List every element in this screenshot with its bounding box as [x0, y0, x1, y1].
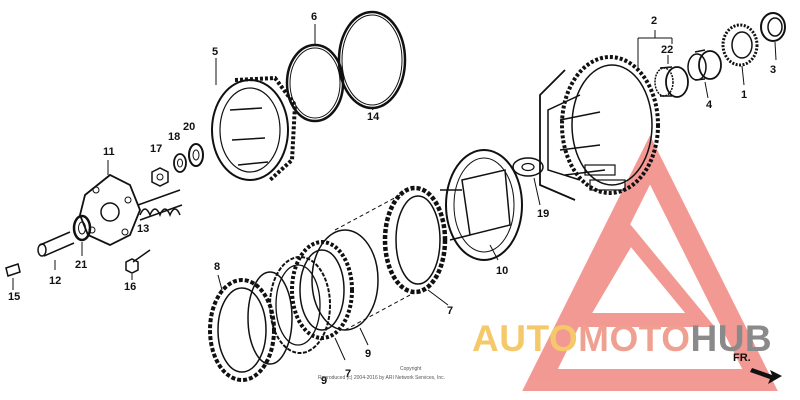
part-1-gear-ring — [721, 23, 759, 86]
part-16-bolt — [125, 249, 151, 280]
label-part-5: 5 — [212, 46, 218, 58]
label-part-6: 6 — [311, 11, 317, 23]
part-22-needle-bearing — [654, 66, 689, 98]
part-21-bearing — [72, 214, 92, 256]
front-direction-arrow-icon — [750, 368, 782, 384]
part-18-washer — [173, 153, 187, 173]
part-13-spring — [137, 189, 183, 221]
part-17-nut — [151, 167, 169, 187]
watermark-part-auto: AUTO — [472, 318, 579, 359]
label-part-12: 12 — [49, 275, 61, 287]
label-part-9-left: 9 — [321, 375, 327, 387]
label-part-18: 18 — [168, 131, 180, 143]
part-9-plates-stack — [311, 194, 411, 346]
part-4-bushing — [687, 49, 722, 99]
label-part-20: 20 — [183, 121, 195, 133]
part-7-friction-disc-right — [382, 185, 449, 306]
part-7-friction-disc-middle — [290, 240, 354, 361]
label-part-7-middle: 7 — [345, 368, 351, 380]
part-3-ring — [760, 12, 786, 61]
part-20-washer — [188, 143, 204, 167]
watermark-logo — [522, 135, 778, 391]
watermark-part-moto: MOTO — [578, 318, 691, 359]
label-part-1: 1 — [741, 89, 747, 101]
label-part-13: 13 — [137, 223, 149, 235]
label-part-7-right: 7 — [447, 305, 453, 317]
copyright-line-1: Copyright — [400, 366, 422, 372]
part-8-friction-disc — [208, 274, 276, 382]
label-part-11: 11 — [103, 146, 115, 158]
label-part-10: 10 — [496, 265, 508, 277]
part-12-lifter-rod — [37, 231, 75, 270]
watermark-part-hub: HUB — [690, 318, 773, 359]
label-part-3: 3 — [770, 64, 776, 76]
watermark-text: AUTOMOTOHUB — [472, 318, 772, 360]
label-part-15: 15 — [8, 291, 20, 303]
part-10-pressure-plate — [440, 149, 523, 261]
label-part-14: 14 — [367, 111, 380, 123]
part-5-clutch-center — [211, 58, 298, 182]
copyright-line-2: Reproduced (c) 2004-2016 by ARI Network … — [318, 375, 445, 381]
part-2-clutch-outer — [539, 55, 660, 201]
part-15-pin — [5, 263, 21, 290]
label-part-2: 2 — [651, 15, 657, 27]
label-part-16: 16 — [124, 281, 136, 293]
label-part-17: 17 — [150, 143, 162, 155]
label-part-19: 19 — [537, 208, 549, 220]
part-9-clutch-plate — [269, 256, 331, 354]
label-part-22: 22 — [661, 44, 673, 56]
part-19-washer — [512, 157, 544, 206]
label-part-9-right: 9 — [365, 348, 371, 360]
label-part-8: 8 — [214, 261, 220, 273]
part-9-plate-left — [247, 271, 293, 365]
part-2-bracket — [637, 30, 673, 70]
label-part-21: 21 — [75, 259, 87, 271]
front-direction-label: FR. — [733, 352, 751, 364]
part-14-ring — [337, 10, 407, 111]
label-part-4: 4 — [706, 99, 713, 111]
